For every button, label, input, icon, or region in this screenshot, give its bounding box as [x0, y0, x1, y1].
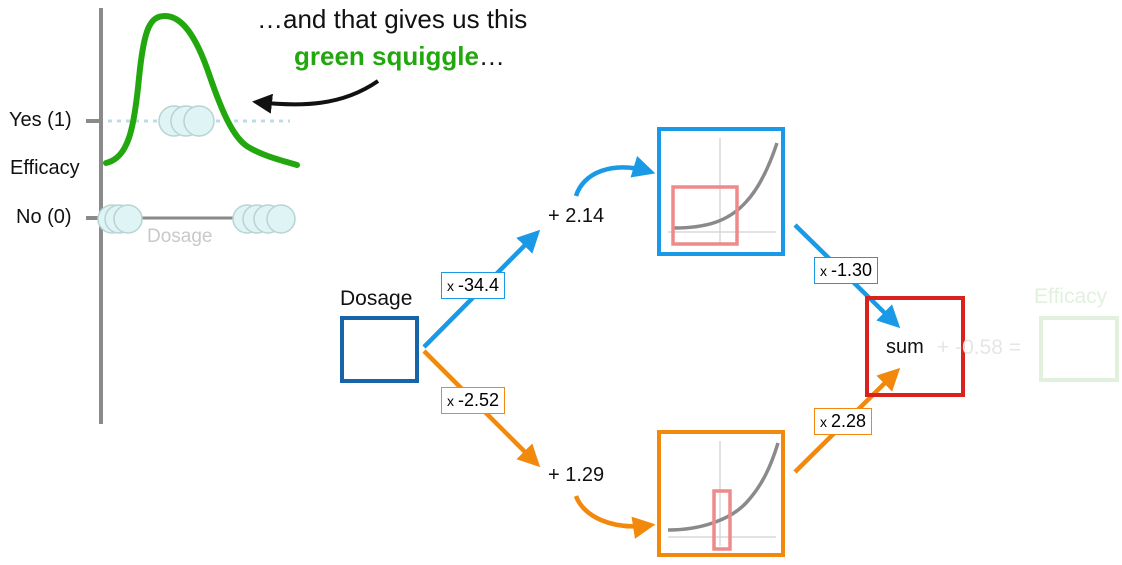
blue-node: [657, 127, 785, 256]
yes-label: Yes (1): [9, 109, 72, 131]
times-symbol: x: [820, 414, 827, 430]
bottom-bias: + 1.29: [548, 464, 605, 486]
top-output-weight-value: -1.30: [831, 260, 873, 280]
caption-line-1: …and that gives us this: [257, 4, 528, 34]
caption-ellipsis: …: [478, 41, 505, 71]
caption-arrow: [252, 79, 380, 114]
input-label: Dosage: [340, 287, 413, 310]
data-points-yes: [158, 105, 215, 137]
sum-label: sum: [886, 336, 924, 358]
times-symbol: x: [447, 393, 454, 409]
blue-node-plot: [668, 138, 779, 246]
times-symbol: x: [820, 263, 827, 279]
output-node: [1039, 316, 1119, 382]
no-label: No (0): [16, 206, 72, 228]
green-squiggle: [103, 12, 300, 168]
data-points-no: [97, 204, 296, 234]
top-output-weight-box: x-1.30: [814, 257, 879, 284]
bottom-output-weight-value: 2.28: [831, 411, 867, 431]
bottom-weight-value: -2.52: [458, 390, 500, 410]
top-weight-box: x-34.4: [441, 272, 506, 299]
caption-line-2: green squiggle…: [294, 41, 505, 72]
dosage-axis-label: Dosage: [147, 226, 213, 247]
orange-node: [657, 430, 785, 557]
top-bias: + 2.14: [548, 205, 605, 227]
top-weight-value: -34.4: [458, 275, 500, 295]
orange-connection-curve: [573, 495, 656, 539]
final-bias: + -0.58 =: [937, 336, 1022, 359]
bottom-weight-box: x-2.52: [441, 387, 506, 414]
efficacy-axis-label: Efficacy: [10, 157, 80, 179]
sum-node: [865, 296, 965, 397]
orange-node-plot: [667, 441, 780, 551]
times-symbol: x: [447, 278, 454, 294]
caption-highlight: green squiggle: [294, 41, 479, 71]
output-label: Efficacy: [1034, 285, 1108, 308]
input-node: [340, 316, 419, 383]
blue-connection-curve: [573, 155, 656, 197]
